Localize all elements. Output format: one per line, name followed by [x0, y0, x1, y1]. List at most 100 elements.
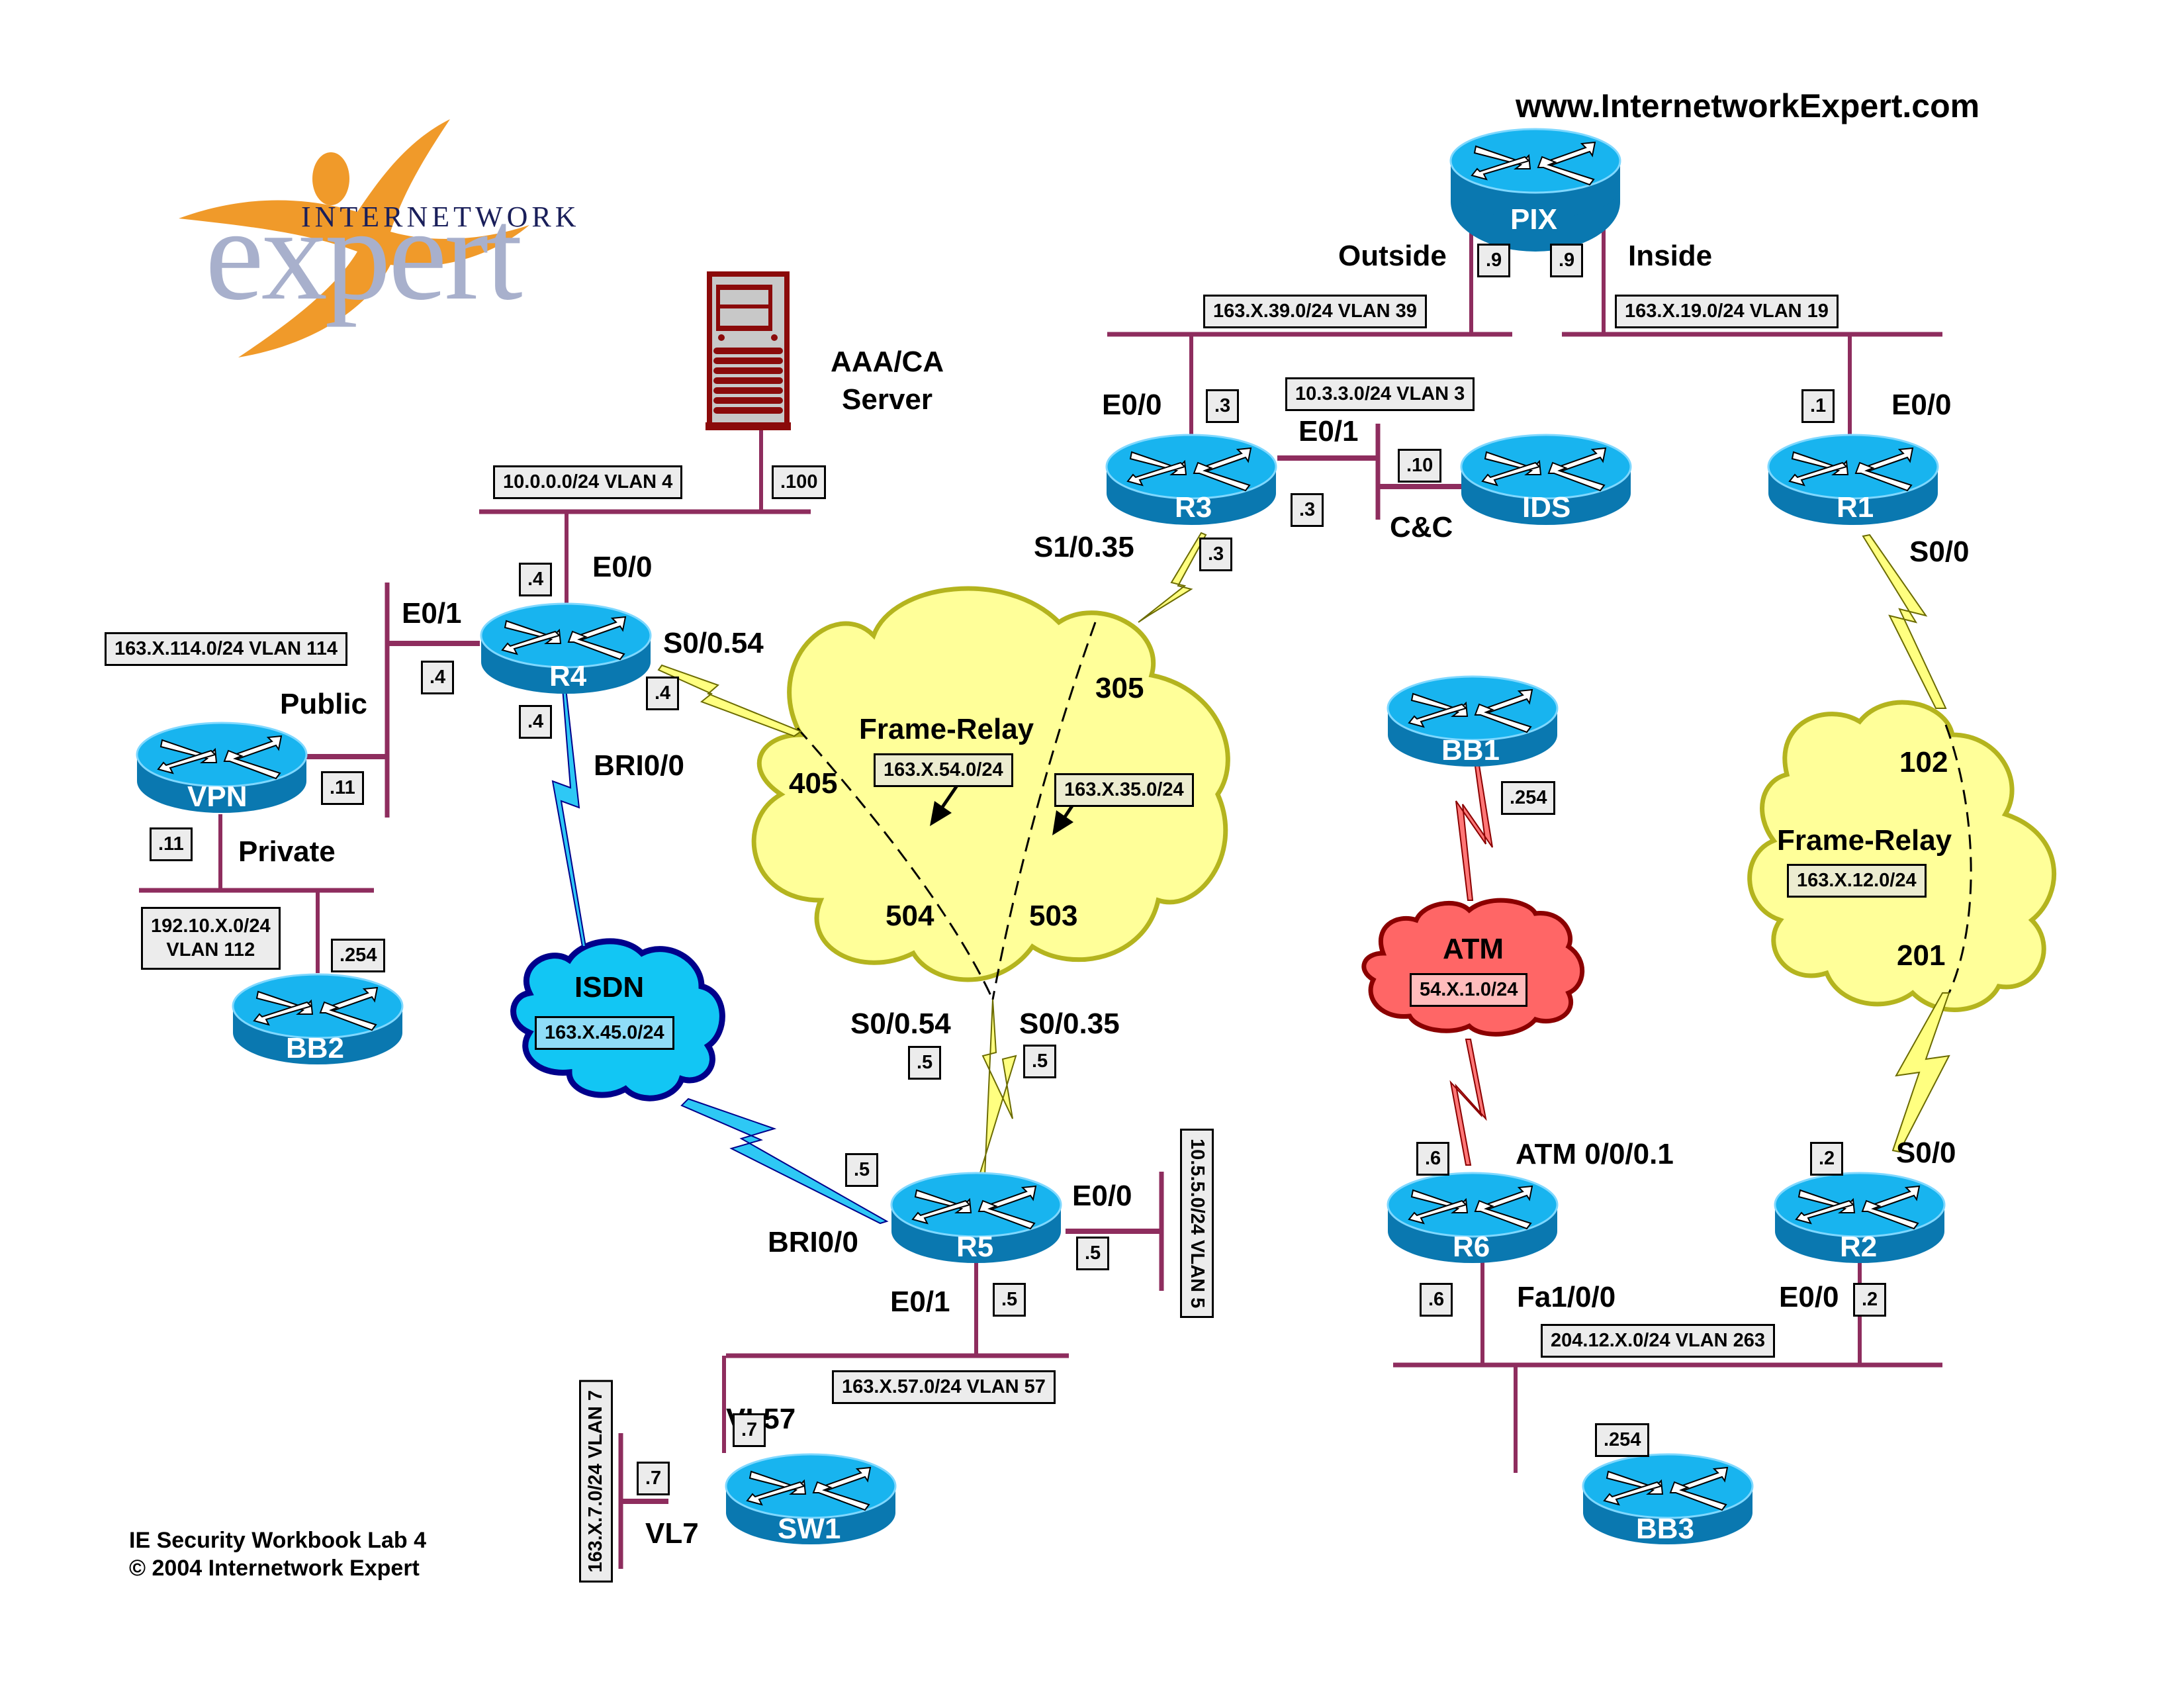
r1-frame-relay-link	[1862, 534, 1947, 709]
r6-fa-label: Fa1/0/0	[1517, 1281, 1616, 1313]
logo-internetwork-word: INTERNETWORK	[301, 201, 580, 233]
r3-s1-host: .3	[1199, 538, 1233, 571]
pix-inside-host: .9	[1550, 244, 1584, 277]
frame-relay-subnet-54: 163.X.54.0/24	[874, 753, 1013, 787]
r2-frame-relay-link	[1891, 992, 1950, 1153]
subnet-vlan39: 163.X.39.0/24 VLAN 39	[1203, 295, 1427, 328]
subnet-vlan112-line1: 192.10.X.0/24	[151, 915, 271, 937]
isdn-subnet: 163.X.45.0/24	[535, 1016, 674, 1050]
sw1-vl57-host: .7	[733, 1413, 766, 1447]
ids-label: IDS	[1522, 491, 1571, 524]
dlci-503: 503	[1029, 900, 1078, 932]
r1-s00-label: S0/0	[1909, 536, 1970, 568]
dlci-305: 305	[1095, 672, 1144, 704]
bb1-host: .254	[1501, 781, 1556, 815]
vpn-private-label: Private	[238, 835, 336, 868]
ids-cc-label: C&C	[1390, 511, 1453, 543]
bb2-label: BB2	[286, 1032, 345, 1064]
subnet-vlan112-line2: VLAN 112	[166, 939, 255, 961]
r5-e00-host: .5	[1076, 1237, 1110, 1270]
vpn-public-host: .11	[321, 771, 364, 805]
r3-s1035-label: S1/0.35	[1034, 531, 1134, 563]
atm-cloud	[1361, 898, 1585, 1037]
pix-firewall-icon[interactable]	[1449, 128, 1621, 252]
r3-label: R3	[1175, 491, 1212, 524]
subnet-vlan19: 163.X.19.0/24 VLAN 19	[1615, 295, 1839, 328]
r6-atm-label: ATM 0/0/0.1	[1516, 1138, 1674, 1170]
r5-frame-relay-link	[978, 999, 1017, 1176]
r3-frame-relay-link	[1138, 532, 1207, 623]
r2-s00-label: S0/0	[1896, 1137, 1956, 1169]
isdn-title: ISDN	[574, 971, 645, 1004]
subnet-vlan114: 163.X.114.0/24 VLAN 114	[105, 632, 347, 666]
pvc-102-201	[1944, 724, 1972, 994]
r2-e00-host: .2	[1853, 1283, 1887, 1317]
r5-e01-label: E0/1	[890, 1286, 950, 1318]
frame-relay-subnet-12: 163.X.12.0/24	[1787, 864, 1927, 898]
logo-figure-head	[312, 152, 349, 205]
r1-label: R1	[1837, 491, 1874, 524]
r6-label: R6	[1453, 1231, 1490, 1263]
footer-title: IE Security Workbook Lab 4	[129, 1528, 427, 1553]
r5-s035-host: .5	[1023, 1045, 1057, 1078]
r5-s0054-label: S0/0.54	[850, 1008, 951, 1040]
bb2-host: .254	[331, 939, 386, 972]
frame-relay-right-title: Frame-Relay	[1777, 824, 1952, 857]
bb3-host: .254	[1595, 1423, 1650, 1457]
r2-s00-host: .2	[1810, 1142, 1844, 1176]
r5-isdn-link	[680, 1098, 889, 1225]
serial-links	[657, 532, 1950, 1176]
r2-e00-label: E0/0	[1779, 1281, 1839, 1313]
subnet-vlan57: 163.X.57.0/24 VLAN 57	[832, 1370, 1056, 1404]
ethernet-links	[139, 228, 1942, 1569]
vpn-label: VPN	[187, 780, 248, 813]
sw1-label: SW1	[778, 1513, 841, 1545]
subnet-vlan5: 10.5.5.0/24 VLAN 5	[1180, 1129, 1214, 1319]
pvc-lines	[796, 622, 1972, 1000]
aaa-server-label-1: AAA/CA	[831, 346, 944, 378]
dlci-504: 504	[886, 900, 934, 932]
logo-figure-shape	[179, 119, 529, 357]
dlci-405: 405	[789, 767, 838, 800]
logo-expert-word: expert	[205, 181, 523, 328]
r2-label: R2	[1840, 1231, 1878, 1263]
atm-links	[1449, 761, 1493, 1166]
subnet-vlan7: 163.X.7.0/24 VLAN 7	[579, 1380, 613, 1583]
atm-title: ATM	[1443, 933, 1504, 965]
r5-s054-host: .5	[908, 1046, 942, 1080]
r6-atm-host: .6	[1416, 1142, 1450, 1176]
dlci-102: 102	[1899, 746, 1948, 778]
pix-outside-host: .9	[1477, 244, 1511, 277]
r6-atm-link	[1449, 1039, 1487, 1166]
vpn-private-host: .11	[150, 827, 193, 861]
r3-e00-host: .3	[1206, 389, 1240, 423]
r1-e00-label: E0/0	[1891, 389, 1952, 421]
atm-subnet: 54.X.1.0/24	[1410, 973, 1528, 1007]
pvc-305-503	[991, 622, 1097, 1000]
footer-copyright: © 2004 Internetwork Expert	[129, 1556, 420, 1581]
bb1-label: BB1	[1441, 734, 1500, 767]
website-url[interactable]: www.InternetworkExpert.com	[1516, 87, 1980, 124]
bb1-atm-link	[1455, 761, 1493, 901]
pix-label: PIX	[1510, 203, 1557, 236]
pix-inside-label: Inside	[1628, 240, 1713, 272]
r5-e01-host: .5	[993, 1283, 1026, 1317]
vpn-public-label: Public	[280, 688, 368, 720]
aaa-ca-server-icon[interactable]	[705, 271, 791, 430]
r6-fa-host: .6	[1420, 1283, 1453, 1317]
r4-e00-host: .4	[519, 563, 553, 596]
subnet-vlan3: 10.3.3.0/24 VLAN 3	[1285, 377, 1475, 411]
r4-bri-host: .4	[519, 705, 553, 739]
r4-bri-label: BRI0/0	[594, 749, 684, 782]
r5-bri-host: .5	[845, 1153, 879, 1187]
r5-label: R5	[956, 1231, 994, 1263]
sw1-vl7-label: VL7	[645, 1517, 699, 1550]
r4-label: R4	[549, 660, 587, 692]
bb3-label: BB3	[1636, 1513, 1695, 1545]
pvc-405-504	[796, 727, 994, 1000]
r5-s0035-label: S0/0.35	[1019, 1008, 1120, 1040]
r1-e00-host: .1	[1801, 389, 1835, 423]
r4-e01-host: .4	[421, 661, 455, 694]
r4-s0054-label: S0/0.54	[663, 627, 764, 659]
